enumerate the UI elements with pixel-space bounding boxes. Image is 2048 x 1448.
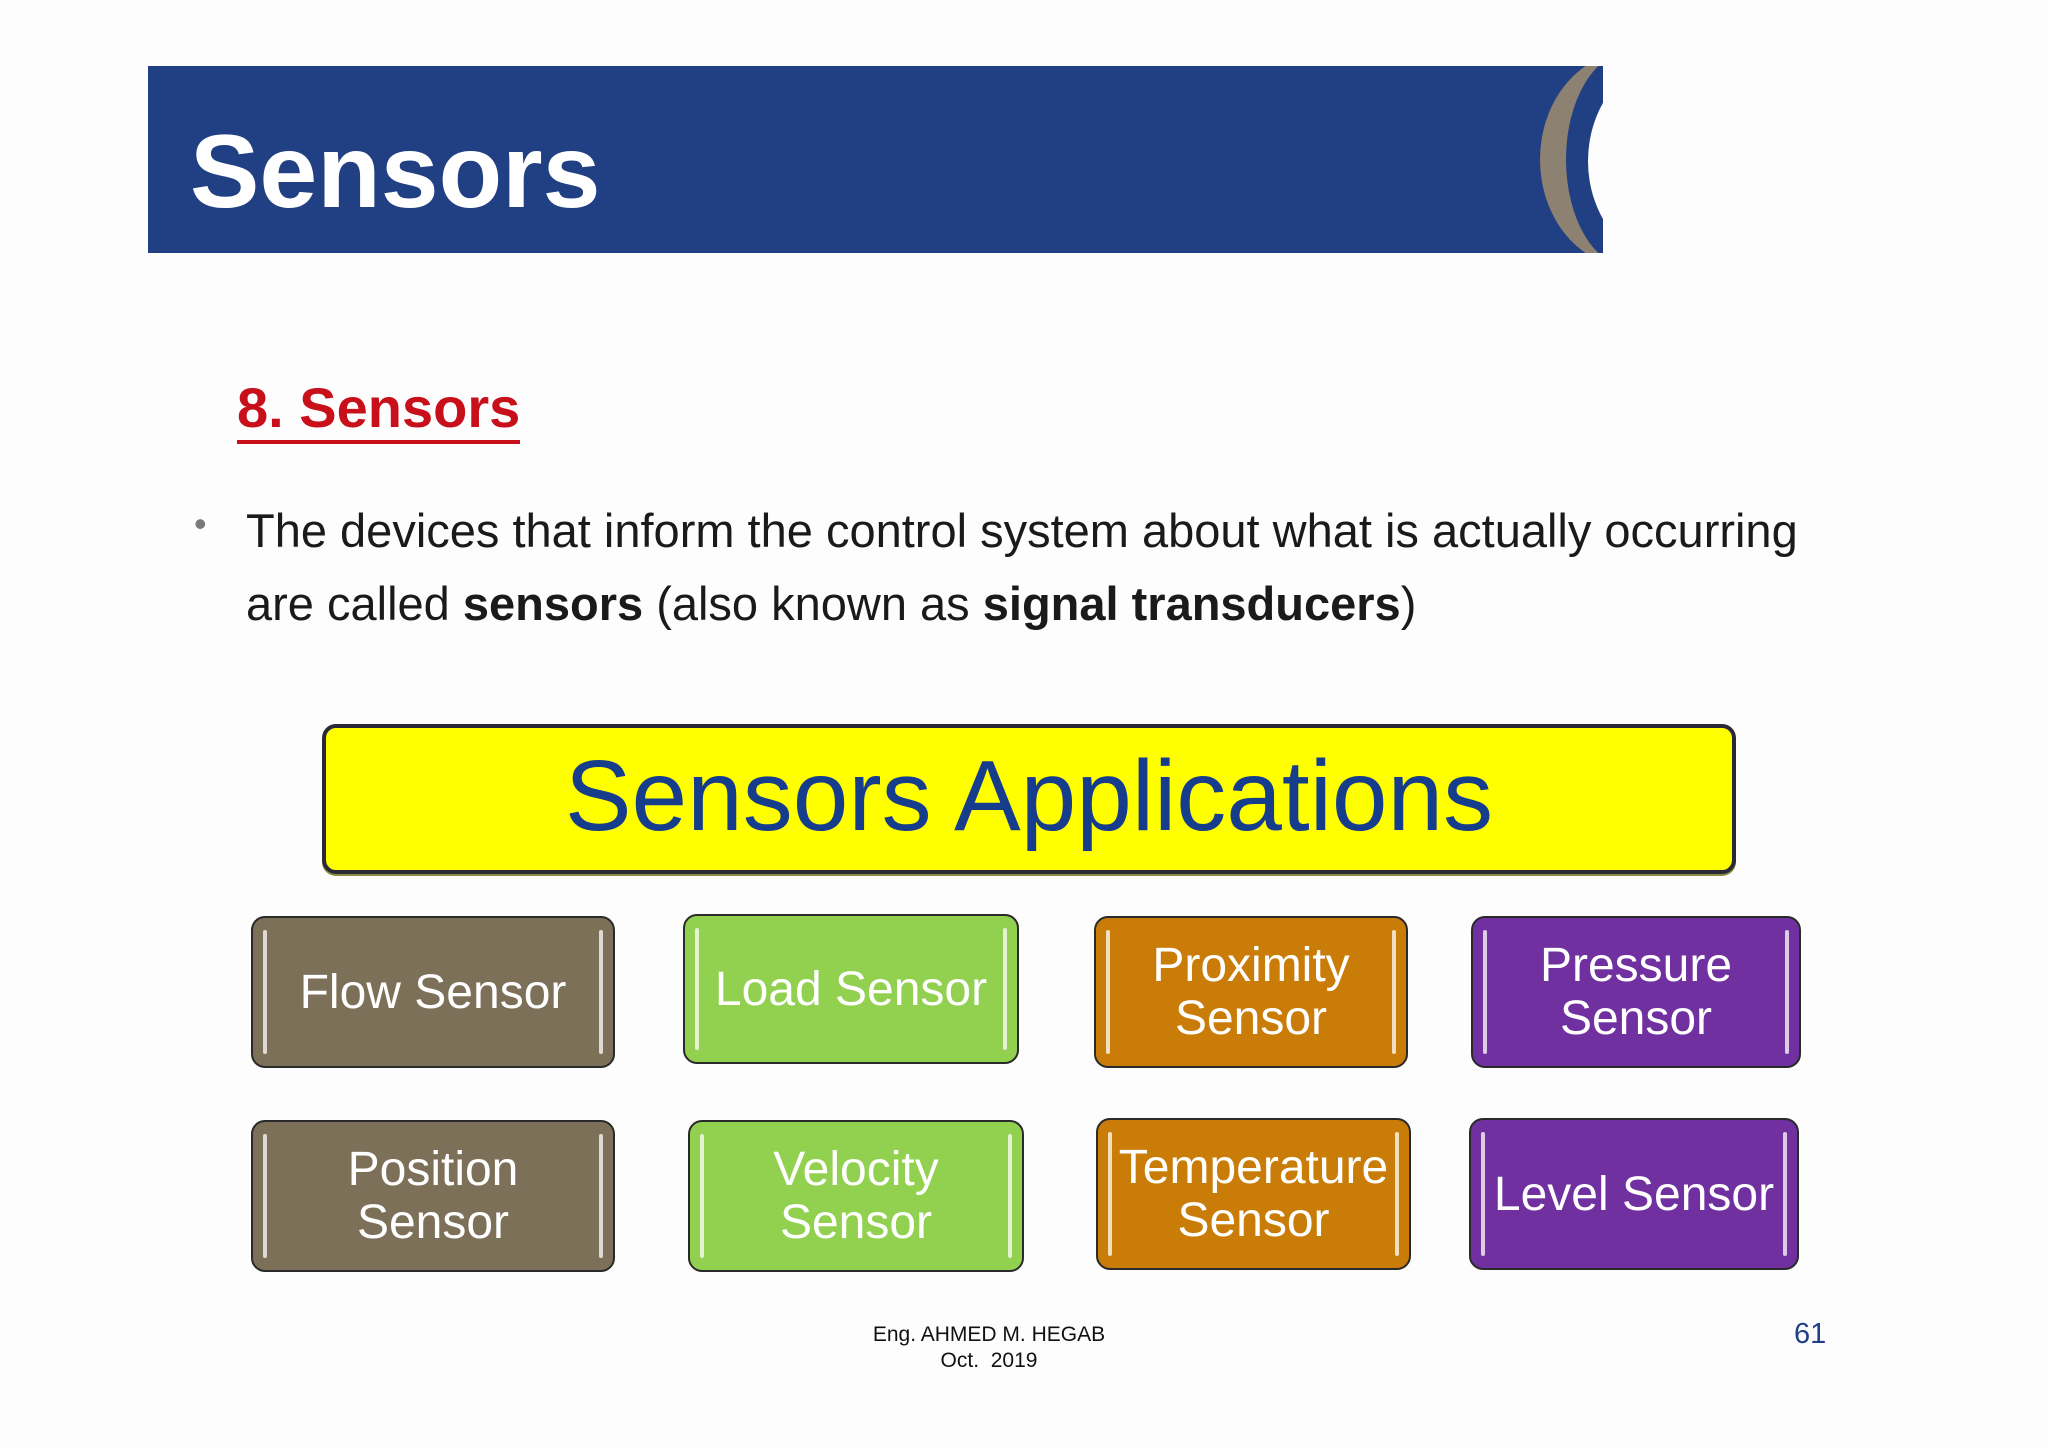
tile-label: Pressure Sensor: [1539, 939, 1733, 1045]
header-bar: [148, 66, 1603, 253]
tile-load-sensor: Load Sensor: [683, 914, 1019, 1064]
tile-label: Load Sensor: [714, 962, 988, 1016]
tile-pressure-sensor: Pressure Sensor: [1471, 916, 1801, 1068]
tile-velocity-sensor: Velocity Sensor: [688, 1120, 1024, 1272]
bullet-bold-sensors: sensors: [462, 577, 644, 630]
banner-label: Sensors Applications: [564, 740, 1494, 852]
tile-label: Temperature Sensor: [1118, 1141, 1389, 1247]
tile-label: Velocity Sensor: [773, 1143, 939, 1249]
bullet-icon: •: [194, 503, 207, 544]
tile-level-sensor: Level Sensor: [1469, 1118, 1799, 1270]
bullet-text-part: ): [1400, 577, 1417, 630]
tile-label: Level Sensor: [1493, 1167, 1775, 1221]
bullet-text: The devices that inform the control syst…: [246, 494, 1866, 640]
bullet-bold-transducers: signal transducers: [982, 577, 1401, 630]
tile-temperature-sensor: Temperature Sensor: [1096, 1118, 1411, 1270]
tile-label: Flow Sensor: [299, 965, 567, 1019]
author-date: Oct. 2019: [940, 1349, 1038, 1372]
header-arc-mask: [1588, 56, 1768, 266]
tile-label: Position Sensor: [347, 1143, 519, 1249]
tile-proximity-sensor: Proximity Sensor: [1094, 916, 1408, 1068]
bullet-text-part: The devices that inform the control syst…: [246, 504, 1798, 630]
slide-title: Sensors: [190, 114, 601, 230]
bullet-text-part: (also known as: [643, 577, 983, 630]
page-number: 61: [1794, 1318, 1827, 1350]
footer-author: Eng. AHMED M. HEGAB Oct. 2019: [800, 1322, 1178, 1374]
tile-flow-sensor: Flow Sensor: [251, 916, 615, 1068]
tile-label: Proximity Sensor: [1152, 939, 1350, 1045]
tile-position-sensor: Position Sensor: [251, 1120, 615, 1272]
section-heading: 8. Sensors: [237, 380, 521, 444]
sensors-applications-banner: Sensors Applications: [322, 724, 1736, 874]
author-name: Eng. AHMED M. HEGAB: [872, 1323, 1106, 1346]
